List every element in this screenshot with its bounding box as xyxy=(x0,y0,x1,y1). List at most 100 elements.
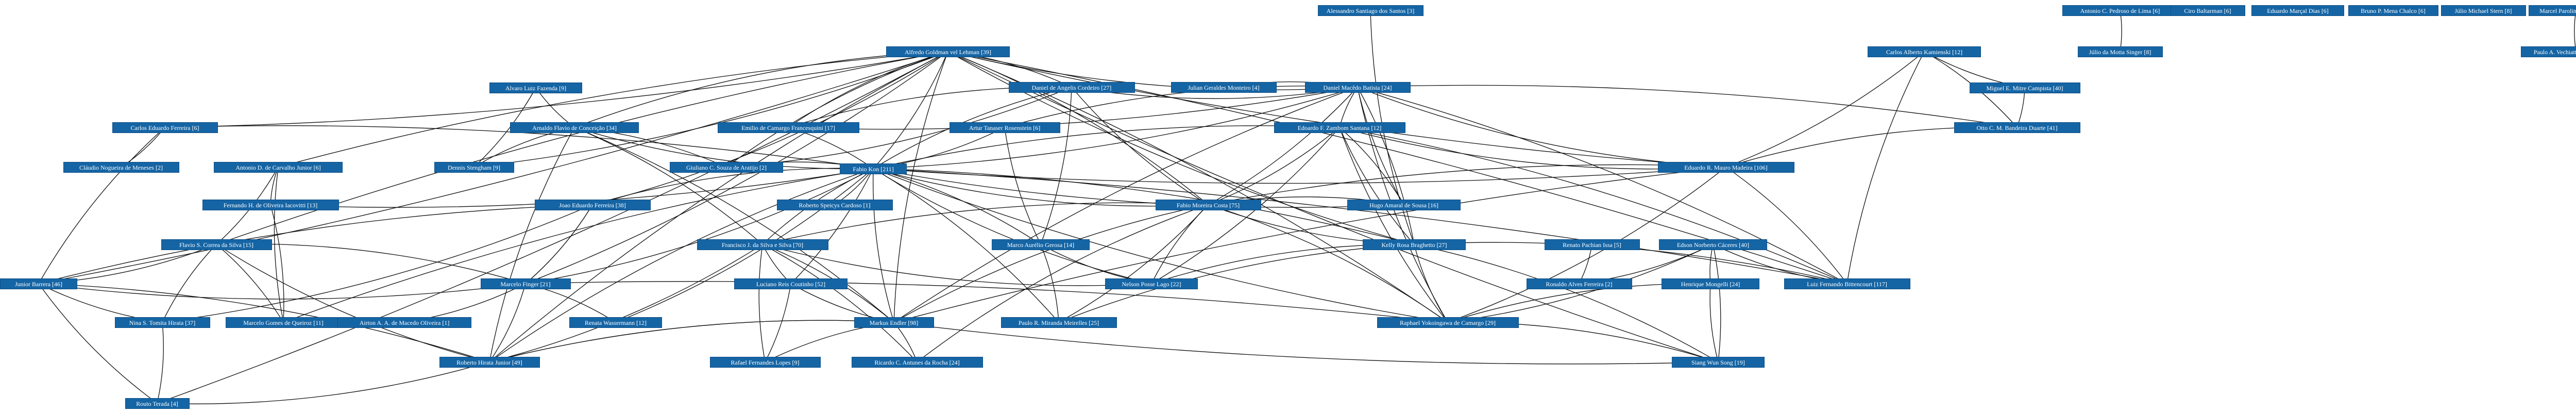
author-node[interactable]: Carlos Eduardo Ferreira [6] xyxy=(112,122,218,133)
author-node[interactable]: Artur Tanaser Rosenstein [6] xyxy=(949,122,1060,133)
coauthor-edge xyxy=(788,51,948,128)
coauthor-edge xyxy=(535,87,575,128)
author-node[interactable]: Roberto Hirata Junior [49] xyxy=(439,356,540,368)
coauthor-edge xyxy=(1357,87,1415,245)
coauthor-edge xyxy=(1208,164,1726,205)
coauthor-edge xyxy=(1414,244,1719,362)
author-node[interactable]: Ciro Baltarman [6] xyxy=(2170,5,2245,16)
author-node[interactable]: Renata Wassermann [12] xyxy=(569,317,662,328)
author-node[interactable]: Carlos Alberto Kamienski [12] xyxy=(1868,46,1981,57)
author-node[interactable]: Miguel E. Mitre Campista [40] xyxy=(1969,82,2080,93)
author-node[interactable]: Júlio da Motta Singer [8] xyxy=(2077,46,2163,57)
coauthor-edge xyxy=(1357,85,2018,128)
author-node[interactable]: Cláudio Nogueira de Meneses [2] xyxy=(63,161,179,173)
author-node[interactable]: Otto C. M. Bandeira Duarte [41] xyxy=(1954,122,2080,133)
author-node[interactable]: Fabio Moreira Costa [75] xyxy=(1155,199,1261,210)
coauthor-edge xyxy=(1339,127,1404,205)
author-node[interactable]: Fabio Kon [211] xyxy=(840,163,907,174)
author-node[interactable]: Luciano Reis Coutinho [52] xyxy=(734,278,848,289)
coauthor-edge xyxy=(2120,10,2122,52)
author-node[interactable]: Antonio C. Pedroso de Lima [6] xyxy=(2062,5,2178,16)
author-node[interactable]: Eduardo Marçal Dias [6] xyxy=(2251,5,2344,16)
coauthor-edge xyxy=(893,204,1209,323)
author-node[interactable]: Ronaldo Alves Ferreira [2] xyxy=(1526,278,1632,289)
coauthor-edge xyxy=(216,51,948,245)
author-node[interactable]: Antonio D. de Carvalho Junior [6] xyxy=(214,161,343,173)
coauthor-edge xyxy=(278,51,948,168)
coauthor-edge xyxy=(1339,127,1415,245)
author-node[interactable]: Marcelo Gomes de Queiroz [11] xyxy=(225,317,342,328)
author-node[interactable]: Hugo Amaral de Sousa [16] xyxy=(1347,199,1461,210)
author-node[interactable]: Henrique Mongelli [24] xyxy=(1662,278,1759,289)
author-node[interactable]: Joao Eduardo Ferreira [38] xyxy=(534,199,651,210)
author-node[interactable]: Fernando H. de Oliveira Iacovitti [13] xyxy=(202,199,339,210)
author-node[interactable]: Markus Endler [98] xyxy=(854,317,934,328)
coauthor-edge xyxy=(1725,51,1925,168)
coauthor-edge xyxy=(893,87,1358,323)
coauthor-edge xyxy=(2016,87,2025,128)
author-node[interactable]: Edoardo F. Zambom Santana [12] xyxy=(1274,122,1405,133)
coauthor-edge xyxy=(873,125,1340,169)
author-node[interactable]: Renato Pachian Issa [5] xyxy=(1544,239,1640,250)
coauthor-edge xyxy=(473,51,948,168)
author-node[interactable]: Marco Aurélio Gerosa [14] xyxy=(992,239,1090,250)
author-node[interactable]: Giuliano C. Souza de Aratijo [2] xyxy=(670,161,783,173)
coauthor-edge xyxy=(1725,126,2018,168)
coauthor-edge xyxy=(38,283,490,362)
author-node[interactable]: Marcel Parolin Jackowski [2] xyxy=(2528,5,2576,16)
coauthor-edge xyxy=(873,168,1448,323)
coauthor-edge xyxy=(1058,244,1415,323)
author-node[interactable]: Marcelo Finger [21] xyxy=(480,278,571,289)
author-node[interactable]: Emilio de Camargo Francesquini [17] xyxy=(717,122,859,133)
author-node[interactable]: Bruno P. Mena Chalco [6] xyxy=(2348,5,2438,16)
author-node[interactable]: Luiz Fernando Bittencourt [117] xyxy=(1784,278,1910,289)
author-node[interactable]: Alfredo Goldman vel Lehman [39] xyxy=(886,46,1010,57)
coauthor-edge xyxy=(788,87,1072,128)
coauthor-edge xyxy=(1846,51,1925,284)
author-node[interactable]: Nelson Posse Lago [22] xyxy=(1105,278,1198,289)
coauthor-edge xyxy=(38,127,165,284)
author-node[interactable]: Siang Wun Song [19] xyxy=(1672,356,1765,368)
author-node[interactable]: Alvaro Luiz Fazenda [9] xyxy=(489,82,582,93)
author-node[interactable]: Francisco J. da Silva e Silva [70] xyxy=(697,239,828,250)
coauthor-edge xyxy=(873,87,1072,169)
coauthor-edge xyxy=(873,168,1848,284)
coauthor-edge xyxy=(489,244,763,362)
author-node[interactable]: Airton A. A. de Macedo Oliveira [1] xyxy=(337,317,471,328)
author-node[interactable]: Daniel de Angelis Cordeiro [27] xyxy=(1008,81,1135,93)
author-node[interactable]: Roberto Speicys Cardoso [1] xyxy=(776,199,893,210)
author-node[interactable]: Kelly Rosa Braghetto [27] xyxy=(1363,239,1466,250)
author-node[interactable]: Edson Norberto Cáceres [40] xyxy=(1659,239,1767,250)
coauthor-edge xyxy=(489,168,874,362)
author-node[interactable]: Eduardo R. Mauro Madeira [106] xyxy=(1657,161,1794,173)
coauthor-edge xyxy=(216,244,490,362)
author-node[interactable]: Raphael Yokoingawa de Camargo [29] xyxy=(1377,317,1519,328)
author-node[interactable]: Paulo A. Vechiatto de Miranda [1] xyxy=(2520,46,2576,57)
author-node[interactable]: Routo Terada [4] xyxy=(125,398,190,409)
coauthor-edge xyxy=(917,204,1209,362)
author-node[interactable]: Dennis Stengham [9] xyxy=(434,161,514,173)
author-node[interactable]: Julian Geraldes Monteiro [4] xyxy=(1171,81,1277,93)
coauthor-edge xyxy=(1004,127,1041,245)
author-node[interactable]: Daniel Macêdo Batista [24] xyxy=(1304,81,1411,93)
author-node[interactable]: Nina S. Tomita Hirata [37] xyxy=(114,317,210,328)
author-node[interactable]: Rafael Fernandes Lopes [9] xyxy=(709,356,821,368)
coauthor-edge xyxy=(489,51,948,362)
author-node[interactable]: Junior Barrera [46] xyxy=(0,278,77,289)
author-node[interactable]: Arnaldo Flavio de Conceição [34] xyxy=(510,122,639,133)
author-node[interactable]: Júlio Michael Stern [8] xyxy=(2441,5,2526,16)
coauthor-edge xyxy=(1071,87,1209,205)
coauthor-edge xyxy=(270,204,284,323)
coauthor-edge xyxy=(1339,87,1358,128)
coauthor-edge xyxy=(157,361,490,404)
author-node[interactable]: Paulo R. Miranda Meirelles [25] xyxy=(1001,317,1117,328)
coauthor-edge xyxy=(1414,244,1448,323)
author-node[interactable]: Flavio S. Correa da Silva [15] xyxy=(161,239,272,250)
coauthor-edge xyxy=(893,51,948,323)
coauthor-edge xyxy=(1357,87,1404,205)
author-node[interactable]: Ricardo C. Antunes da Rocha [24] xyxy=(851,356,983,368)
coauthor-edge xyxy=(157,51,948,404)
author-node[interactable]: Alessandro Santiago dos Santos [3] xyxy=(1317,5,1423,16)
